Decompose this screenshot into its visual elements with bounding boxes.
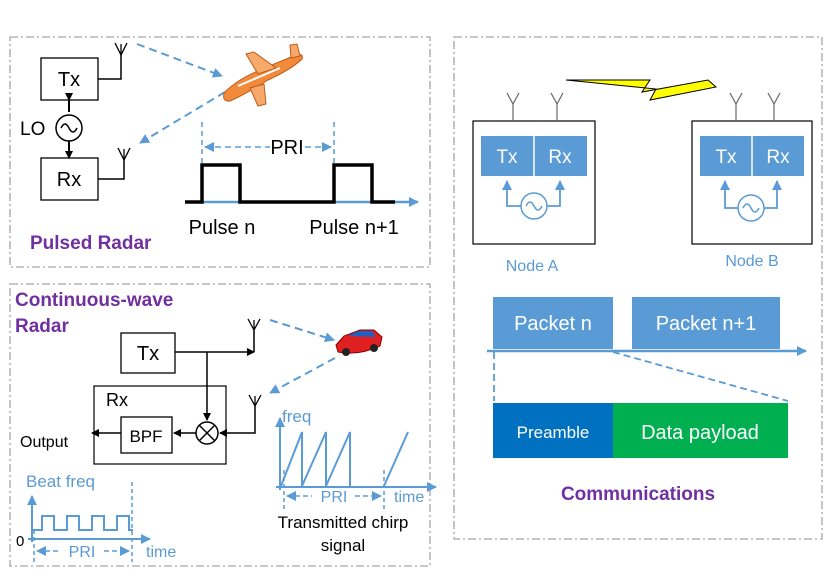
node-b-label: Node B <box>725 253 778 270</box>
cw-rx-antenna-icon <box>248 394 262 407</box>
node-a-tx-box <box>481 136 534 176</box>
bpf-label: BPF <box>129 427 162 446</box>
cw-radar: Continuous-wave Radar Tx Rx BPF Output <box>15 290 437 562</box>
cw-time-right-label: time <box>394 489 424 506</box>
cw-tx-antenna-icon <box>247 318 261 331</box>
cw-title-line1: Continuous-wave <box>15 290 173 311</box>
pulsed-radar-panel <box>9 36 431 268</box>
preamble-label: Preamble <box>517 423 590 442</box>
wireless-link-icon <box>565 79 718 101</box>
airplane-icon <box>223 43 303 107</box>
node-a-rx-antenna-icon <box>550 92 564 105</box>
node-a-rx-box <box>534 136 587 176</box>
beat-zero-label: 0 <box>16 533 24 550</box>
pulsed-pri-label: PRI <box>270 137 303 159</box>
pulsed-tx-antenna-icon <box>114 42 128 56</box>
pulsed-tx-label: Tx <box>58 69 80 91</box>
pulse-n1-label: Pulse n+1 <box>309 217 399 239</box>
cw-pri-right-label: PRI <box>321 489 348 506</box>
node-a-tx-label: Tx <box>496 147 518 168</box>
lo-label: LO <box>20 119 45 140</box>
node-a-label: Node A <box>506 258 559 275</box>
cw-tx-label: Tx <box>137 343 159 365</box>
beat-freq-label: Beat freq <box>26 472 95 491</box>
node-b-rx-label: Rx <box>766 147 790 168</box>
cw-radar-panel <box>9 283 431 567</box>
pulsed-radar: Tx Rx LO PRI <box>20 42 419 254</box>
car-icon <box>335 329 383 356</box>
output-label: Output <box>20 434 69 451</box>
packet-n-box <box>493 297 613 349</box>
communications-panel <box>453 36 823 540</box>
chirp-caption-line2: signal <box>321 536 365 555</box>
cw-rx-label: Rx <box>106 390 128 410</box>
cw-title-line2: Radar <box>15 316 69 337</box>
bpf-box <box>120 416 173 454</box>
chirp-caption-line1: Transmitted chirp <box>278 513 409 532</box>
packet-n1-label: Packet n+1 <box>656 313 757 335</box>
freq-axis-label: freq <box>282 407 311 426</box>
pulse-train <box>185 163 395 204</box>
node-b-tx-box <box>700 136 752 176</box>
cw-tx-box <box>120 332 176 374</box>
beat-freq-signal <box>32 515 133 531</box>
node-b-rx-antenna-icon <box>767 92 781 105</box>
pulsed-rx-antenna-icon <box>117 147 131 161</box>
cw-time-left-label: time <box>146 544 176 561</box>
preamble-box <box>493 403 613 458</box>
node-a-tx-antenna-icon <box>506 92 520 105</box>
chirp-sawtooth <box>280 431 409 487</box>
node-b-tx-label: Tx <box>715 147 737 168</box>
payload-box <box>613 403 788 458</box>
node-b-rx-box <box>752 136 804 176</box>
payload-label: Data payload <box>641 422 759 444</box>
communications-title: Communications <box>561 484 715 505</box>
communications: Tx Rx Node A Tx Rx Node B <box>472 79 813 505</box>
node-b-tx-antenna-icon <box>729 92 743 105</box>
packet-n-label: Packet n <box>514 313 592 335</box>
pulse-n-label: Pulse n <box>189 217 256 239</box>
pulsed-rx-label: Rx <box>57 169 81 191</box>
pulsed-radar-title: Pulsed Radar <box>30 233 152 254</box>
cw-pri-left-label: PRI <box>69 544 96 561</box>
packet-n1-box <box>632 297 780 349</box>
cw-rx-box <box>93 385 227 465</box>
node-a-rx-label: Rx <box>548 147 572 168</box>
